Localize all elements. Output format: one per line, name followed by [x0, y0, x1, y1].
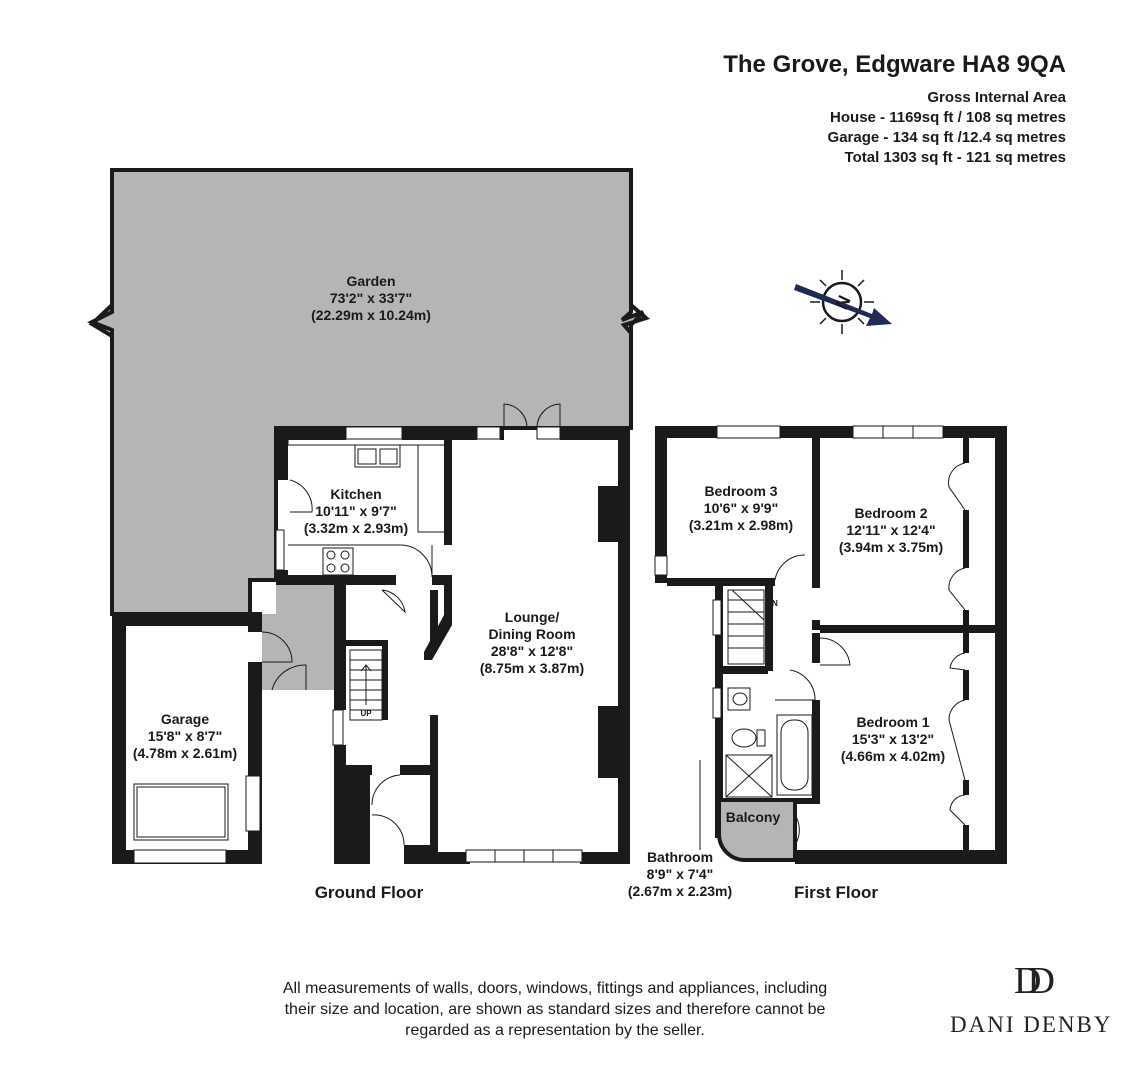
bedroom2-imperial: 12'11" x 12'4"	[846, 522, 935, 538]
garden-break-left	[88, 303, 114, 338]
house-area: House - 1169sq ft / 108 sq metres	[830, 109, 1066, 126]
property-title: The Grove, Edgware HA8 9QA	[723, 51, 1066, 78]
ground-floor-label: Ground Floor	[315, 883, 424, 902]
garden-metric: (22.29m x 10.24m)	[311, 307, 431, 323]
compass-rose	[794, 270, 892, 334]
disclaimer-line-1: All measurements of walls, doors, window…	[282, 980, 828, 997]
first-floor-fittings	[725, 462, 966, 846]
bedroom1-imperial: 15'3" x 13'2"	[852, 731, 934, 747]
ground-floor-walls	[276, 428, 630, 864]
bedroom2-name: Bedroom 2	[854, 505, 927, 521]
balcony-area	[717, 798, 797, 862]
ground-stairs	[349, 649, 383, 721]
hall-angled-wall	[424, 615, 452, 660]
disclaimer: All measurements of walls, doors, window…	[230, 978, 880, 1041]
disclaimer-line-2: their size and location, are shown as st…	[284, 1001, 826, 1018]
garage-imperial: 15'8" x 8'7"	[148, 728, 222, 744]
garden-break-right	[620, 303, 651, 335]
garage-name: Garage	[161, 711, 209, 727]
lounge-name-1: Lounge/	[505, 609, 560, 625]
kitchen-fittings	[287, 440, 444, 578]
side-passage	[250, 580, 334, 690]
bedroom3-name: Bedroom 3	[704, 483, 777, 499]
stairs-down-label: DN	[766, 599, 778, 608]
bathroom-metric: (2.67m x 2.23m)	[628, 883, 732, 899]
first-floor-label: First Floor	[794, 883, 878, 902]
balcony-name: Balcony	[726, 809, 781, 825]
bedroom1-name: Bedroom 1	[856, 714, 929, 730]
garden-imperial: 73'2" x 33'7"	[330, 290, 412, 306]
garage-fittings	[133, 775, 261, 864]
bedroom2-metric: (3.94m x 3.75m)	[839, 539, 943, 555]
kitchen-imperial: 10'11" x 9'7"	[315, 503, 396, 519]
garden-name: Garden	[346, 273, 395, 289]
bathroom-name: Bathroom	[647, 849, 713, 865]
area-heading: Gross Internal Area	[927, 89, 1066, 106]
disclaimer-line-3: regarded as a representation by the sell…	[405, 1022, 705, 1039]
brand-monogram: DD	[1010, 957, 1067, 1010]
brand-name: DANI DENBY	[950, 1012, 1113, 1037]
lounge-name-2: Dining Room	[488, 626, 575, 642]
total-area: Total 1303 sq ft - 121 sq metres	[844, 149, 1066, 166]
garage-area: Garage - 134 sq ft /12.4 sq metres	[827, 129, 1066, 146]
brand-monogram-text: DD	[1014, 960, 1053, 1002]
bedroom3-metric: (3.21m x 2.98m)	[689, 517, 793, 533]
kitchen-name: Kitchen	[330, 486, 381, 502]
bedroom3-imperial: 10'6" x 9'9"	[704, 500, 778, 516]
compass-arrow	[794, 284, 892, 326]
ground-windows	[275, 426, 583, 863]
bedroom1-metric: (4.66m x 4.02m)	[841, 748, 945, 764]
ground-doors	[261, 403, 561, 846]
first-floor-windows	[654, 425, 944, 719]
stairs-up-label: UP	[360, 709, 372, 718]
lounge-imperial: 28'8" x 12'8"	[491, 643, 573, 659]
garage-metric: (4.78m x 2.61m)	[133, 745, 237, 761]
bathroom-imperial: 8'9" x 7'4"	[647, 866, 714, 882]
kitchen-metric: (3.32m x 2.93m)	[304, 520, 408, 536]
garden-area	[87, 168, 645, 616]
lounge-metric: (8.75m x 3.87m)	[480, 660, 584, 676]
